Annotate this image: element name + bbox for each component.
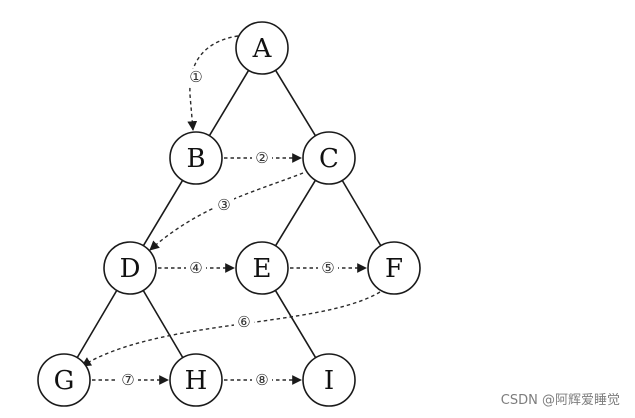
node-h: H (169, 353, 223, 407)
traversal-step-2: ② (252, 149, 272, 167)
traversal-step-label: ⑦ (121, 371, 134, 389)
node-label: A (252, 34, 273, 64)
node-i: I (302, 353, 356, 407)
traversal-step-label: ③ (217, 196, 230, 214)
tree-edges (76, 69, 382, 359)
traversal-step-label: ④ (189, 259, 202, 277)
traversal-step-4: ④ (186, 259, 206, 277)
edge-c-e (274, 179, 317, 247)
edge-a-b (208, 69, 250, 137)
node-circle (235, 21, 289, 75)
node-circle (302, 353, 356, 407)
node-f: F (367, 241, 421, 295)
node-b: B (169, 131, 223, 185)
node-circle (367, 241, 421, 295)
node-circle (103, 241, 157, 295)
edge-a-c (274, 69, 317, 137)
node-label: C (319, 144, 339, 174)
tree-nodes: A B C D E F G H I (37, 21, 421, 407)
traversal-step-label: ⑥ (237, 313, 250, 331)
node-circle (235, 241, 289, 295)
traversal-arrow-1 (187, 35, 239, 131)
node-circle (302, 131, 356, 185)
node-a: A (235, 21, 289, 75)
traversal-step-8: ⑧ (252, 371, 272, 389)
node-label: G (54, 366, 75, 396)
traversal-step-label: ① (189, 68, 202, 86)
edge-d-g (76, 289, 118, 359)
traversal-step-label: ⑤ (321, 259, 334, 277)
node-label: F (385, 254, 403, 284)
node-label: B (186, 144, 205, 174)
node-e: E (235, 241, 289, 295)
node-c: C (302, 131, 356, 185)
traversal-step-7: ⑦ (118, 371, 138, 389)
edge-b-d (142, 179, 184, 247)
edge-c-f (341, 179, 382, 247)
node-circle (169, 353, 223, 407)
node-label: E (253, 254, 272, 284)
node-circle (169, 131, 223, 185)
watermark: CSDN @阿辉爱睡觉 (500, 393, 620, 408)
edge-e-i (274, 289, 317, 359)
edge-d-h (142, 289, 184, 359)
traversal-step-3: ③ (214, 196, 234, 214)
node-label: I (324, 366, 334, 396)
traversal-step-label: ② (255, 149, 268, 167)
node-label: D (120, 254, 141, 284)
traversal-step-labels: ① ② ③ ④ ⑤ ⑥ ⑦ ⑧ (118, 68, 338, 389)
traversal-step-5: ⑤ (318, 259, 338, 277)
traversal-step-1: ① (186, 68, 206, 86)
node-g: G (37, 353, 91, 407)
node-d: D (103, 241, 157, 295)
traversal-step-6: ⑥ (234, 313, 254, 331)
traversal-step-label: ⑧ (255, 371, 268, 389)
node-label: H (185, 366, 208, 396)
node-circle (37, 353, 91, 407)
